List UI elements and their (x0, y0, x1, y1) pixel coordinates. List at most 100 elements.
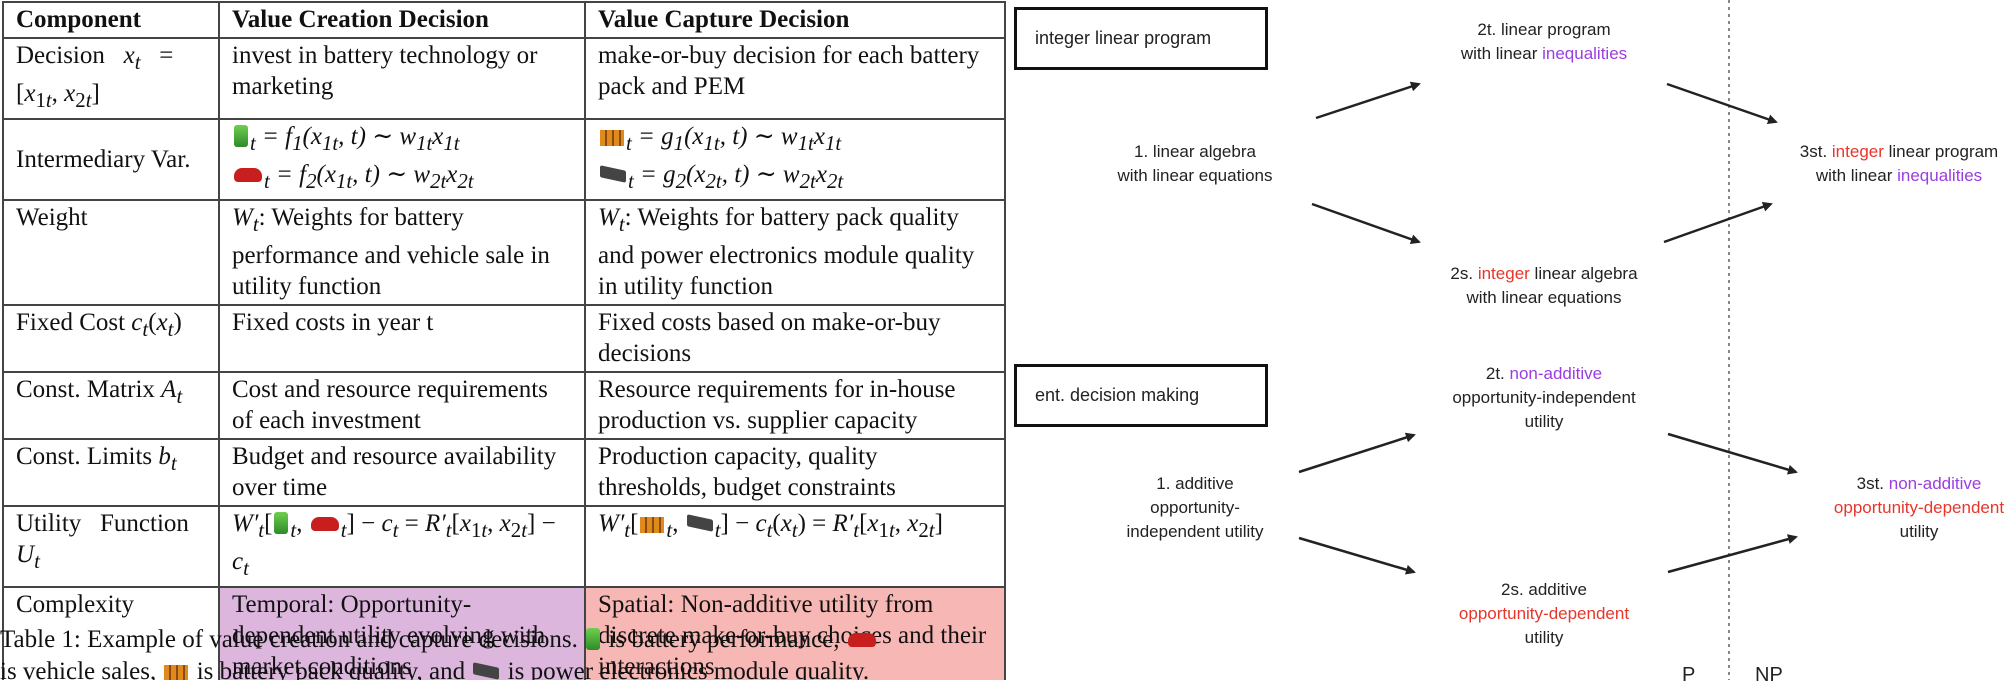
row-complexity-label: Complexity (2, 586, 220, 680)
node-integer-linear-program: 3st. integer linear program with linear … (1774, 140, 2015, 188)
header-component: Component (2, 1, 220, 39)
row-weight-label: Weight (2, 199, 220, 306)
row-limits-capture: Production capacity, quality thresholds,… (584, 438, 1006, 507)
arrow-b2s-to-b3st (1667, 534, 1798, 574)
node-linear-algebra: 1. linear algebra with linear equations (1080, 140, 1310, 188)
node-integer-linear-algebra: 2s. integer linear algebra with linear e… (1399, 262, 1689, 310)
caption-part: is battery pack quality, and (196, 658, 466, 680)
battery-icon (234, 125, 248, 147)
battery-icon (274, 512, 289, 534)
highlight-text: non-additive (1509, 364, 1603, 383)
row-fixed-cost-capture: Fixed costs based on make-or-buy decisio… (584, 304, 1006, 373)
diagram-panel: integer linear program 1. linear algebra… (1014, 0, 2015, 686)
node-line: 3st. non-additive (1819, 472, 2015, 496)
row-weight-creation: Wt: Weights for battery performance and … (218, 199, 586, 306)
highlight-text: integer (1477, 264, 1530, 283)
row-limits-label: Const. Limits bt (2, 438, 220, 507)
row-decision-label: Decision xt =[x1t, x2t] (2, 37, 220, 120)
row-decision-creation: invest in battery technology or marketin… (218, 37, 586, 120)
decision-table: Component Value Creation Decision Value … (2, 1, 1006, 680)
arrow-b2t-to-b3st (1667, 432, 1798, 475)
node-line: 2t. linear program (1477, 20, 1611, 39)
highlight-text: inequalities (1897, 166, 1983, 185)
power-module-icon (473, 662, 500, 680)
highlight-text: inequalities (1542, 44, 1628, 63)
table-caption: Table 1: Example of value creation and c… (0, 624, 1004, 680)
node-line: independent utility (1126, 522, 1264, 541)
creation-line-2: t = f2(x1t, t) ∼ w2tx2t (232, 159, 572, 197)
power-module-icon (600, 165, 626, 183)
node-non-additive-dependent: 3st. non-additive opportunity-dependent … (1819, 472, 2015, 544)
node-line: with linear inequalities (1774, 164, 2015, 188)
table-row: Complexity Temporal: Opportunity-depende… (2, 586, 1006, 680)
row-utility-capture: W′t[t, t] − ct(xt) = R′t[x1t, x2t] (584, 505, 1006, 588)
arrow-2s-to-3st (1663, 201, 1773, 244)
power-module-icon (686, 514, 713, 532)
row-decision-capture: make-or-buy decision for each battery pa… (584, 37, 1006, 120)
node-line: with linear equations (1466, 288, 1622, 307)
arrow-1-to-2s (1311, 202, 1421, 245)
p-label: P (1682, 664, 1696, 686)
node-line: 3st. integer linear program (1774, 140, 2015, 164)
diagram-arrows (1298, 0, 1798, 680)
battery-pack-icon (164, 665, 189, 680)
node-additive-dependent: 2s. additive opportunity-dependent utili… (1409, 578, 1679, 650)
node-line: 2t. non-additive (1409, 362, 1679, 386)
battery-pack-icon (640, 517, 665, 533)
table-row: Decision xt =[x1t, x2t] invest in batter… (2, 37, 1006, 120)
bottom-title-box: ent. decision making (1014, 364, 1268, 427)
node-line: utility (1524, 412, 1564, 431)
node-line: 2s. integer linear algebra (1399, 262, 1689, 286)
text-part: 2t. (1485, 364, 1510, 383)
table-panel: Component Value Creation Decision Value … (0, 0, 1008, 680)
node-line: opportunity- (1150, 498, 1240, 517)
node-line: 1. additive (1156, 474, 1234, 493)
caption-part: is power electronics module quality. (507, 658, 870, 680)
row-weight-capture: Wt: Weights for battery pack quality and… (584, 199, 1006, 306)
row-intermediary-creation: t = f1(x1t, t) ∼ w1tx1t t = f2(x1t, t) ∼… (218, 118, 586, 201)
node-line: opportunity-independent (1452, 388, 1636, 407)
row-utility-creation: W′t[t, t] − ct = R′t[x1t, x2t] −ct (218, 505, 586, 588)
capture-line-2: t = g2(x2t, t) ∼ w2tx2t (598, 159, 992, 197)
node-line: with linear equations (1117, 166, 1273, 185)
np-label: NP (1755, 664, 1783, 686)
capture-line-1: t = g1(x1t, t) ∼ w1tx1t (598, 121, 992, 159)
table-row: Const. Limits bt Budget and resource ava… (2, 438, 1006, 507)
node-line: utility (1899, 522, 1939, 541)
text-part: with linear (1815, 166, 1898, 185)
row-intermediary-label: Intermediary Var. (2, 118, 220, 201)
row-fixed-cost-label: Fixed Cost ct(xt) (2, 304, 220, 373)
battery-pack-icon (600, 130, 624, 146)
row-matrix-capture: Resource requirements for in-house produ… (584, 371, 1006, 440)
row-fixed-cost-creation: Fixed costs in year t (218, 304, 586, 373)
highlight-text: opportunity-dependent (1833, 498, 2005, 517)
node-line: 1. linear algebra (1134, 142, 1256, 161)
arrow-b1-to-b2t (1298, 432, 1416, 474)
text-part: 2s. (1450, 264, 1478, 283)
creation-line-1: t = f1(x1t, t) ∼ w1tx1t (232, 121, 572, 159)
arrow-1-to-2t (1315, 81, 1421, 120)
node-non-additive-independent: 2t. non-additive opportunity-independent… (1409, 362, 1679, 434)
node-additive-independent: 1. additive opportunity- independent uti… (1080, 472, 1310, 544)
caption-part: Table 1: Example of value creation and c… (0, 626, 578, 653)
node-line: utility (1524, 628, 1564, 647)
panel-divider (1008, 0, 1016, 680)
table-row: Fixed Cost ct(xt) Fixed costs in year t … (2, 304, 1006, 373)
caption-part: is vehicle sales, (0, 658, 157, 680)
table-row: Const. Matrix At Cost and resource requi… (2, 371, 1006, 440)
text-part: with linear (1460, 44, 1543, 63)
car-icon (310, 517, 339, 531)
row-complexity-capture: Spatial: Non-additive utility from discr… (584, 586, 1006, 680)
node-line: 2s. additive (1501, 580, 1587, 599)
top-title-box: integer linear program (1014, 7, 1268, 70)
arrow-2t-to-3st (1666, 82, 1778, 125)
car-icon (234, 168, 262, 182)
highlight-text: non-additive (1888, 474, 1982, 493)
row-limits-creation: Budget and resource availability over ti… (218, 438, 586, 507)
row-intermediary-capture: t = g1(x1t, t) ∼ w1tx1t t = g2(x2t, t) ∼… (584, 118, 1006, 201)
header-value-capture: Value Capture Decision (584, 1, 1006, 39)
table-header-row: Component Value Creation Decision Value … (2, 1, 1006, 39)
caption-part: is battery performance, (608, 626, 840, 653)
table-row: Intermediary Var. t = f1(x1t, t) ∼ w1tx1… (2, 118, 1006, 201)
